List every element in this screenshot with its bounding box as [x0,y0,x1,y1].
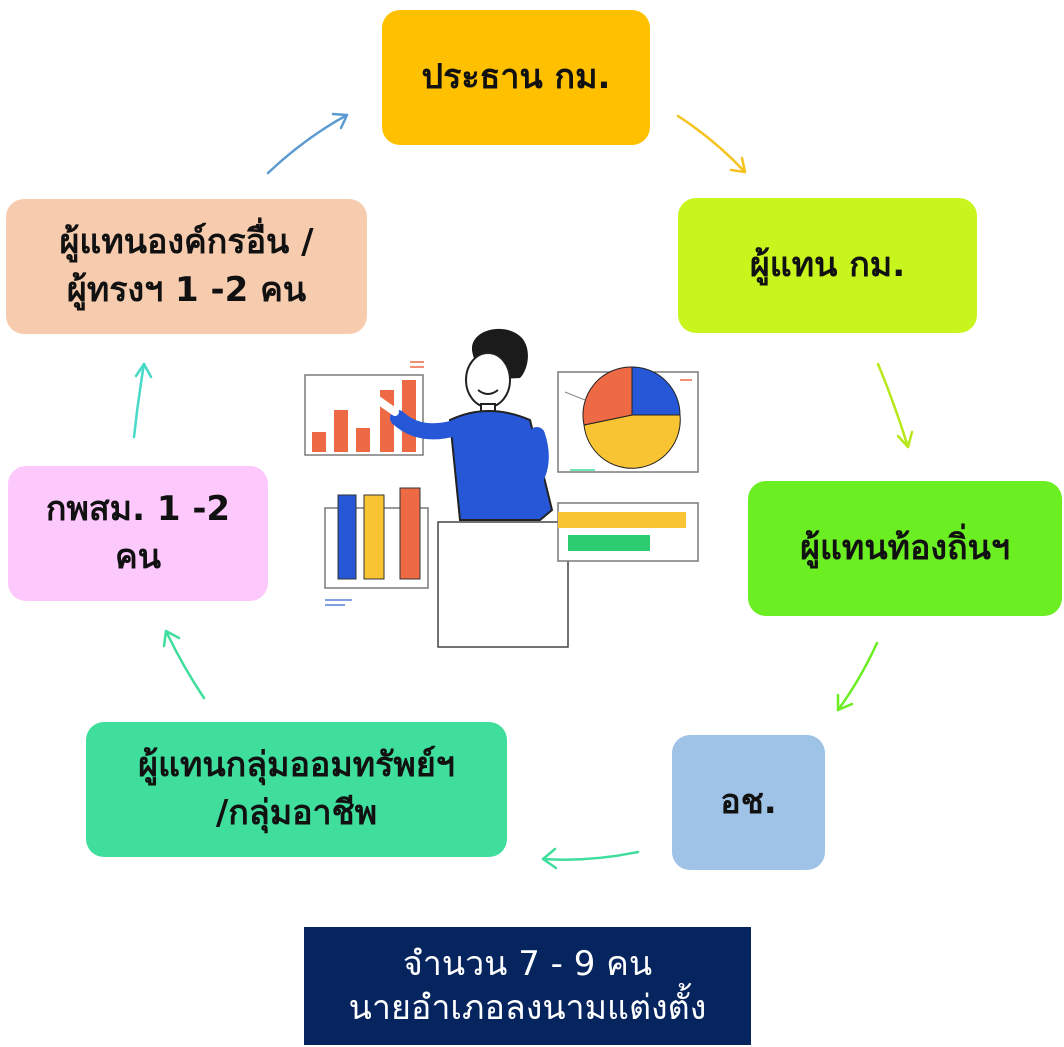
node-kps-line2: คน [115,536,161,577]
presenter-person-icon [374,328,569,648]
arrow-other-to-chair [266,112,349,175]
arrow-local-to-osh [836,641,879,712]
pie-chart-icon [557,366,699,473]
node-rep-savings-line1: ผู้แทนกลุ่มออมทรัพย์ฯ [138,744,455,785]
footer-line2: นายอำเภอลงนามแต่งตั้ง [348,988,707,1028]
arrow-osh-to-savings [541,847,640,870]
footer-line1: จำนวน 7 - 9 คน [402,943,653,984]
node-rep-other: ผู้แทนองค์กรอื่น / ผู้ทรงฯ 1 -2 คน [6,199,367,334]
bar-chart-icon [304,361,424,456]
arrow-chair-to-rep-km [676,114,747,174]
node-kps-line1: กพสม. 1 -2 [45,488,231,529]
node-chair: ประธาน กม. [382,10,650,145]
presenter-illustration [304,328,699,648]
arrow-savings-to-kps [162,629,206,700]
node-rep-savings-line2: /กลุ่มอาชีพ [215,792,378,833]
node-rep-other-line1: ผู้แทนองค์กรอื่น / [59,221,314,262]
node-rep-other-line2: ผู้ทรงฯ 1 -2 คน [66,269,307,310]
progress-bars-icon [557,502,699,562]
node-rep-local-label: ผู้แทนท้องถิ่นฯ [800,527,1010,568]
node-osh-label: อช. [720,781,777,822]
bar-graph-3d-icon [324,487,429,606]
arrow-rep-km-to-local [876,362,914,449]
node-rep-local: ผู้แทนท้องถิ่นฯ [748,481,1062,616]
node-rep-km: ผู้แทน กม. [678,198,977,333]
footer-banner: จำนวน 7 - 9 คน นายอำเภอลงนามแต่งตั้ง [304,927,751,1045]
node-rep-km-label: ผู้แทน กม. [749,244,906,285]
node-chair-label: ประธาน กม. [421,56,611,97]
node-osh: อช. [672,735,825,870]
arrow-kps-to-other [132,362,153,439]
node-kps: กพสม. 1 -2 คน [8,466,268,601]
node-rep-savings: ผู้แทนกลุ่มออมทรัพย์ฯ /กลุ่มอาชีพ [86,722,507,857]
